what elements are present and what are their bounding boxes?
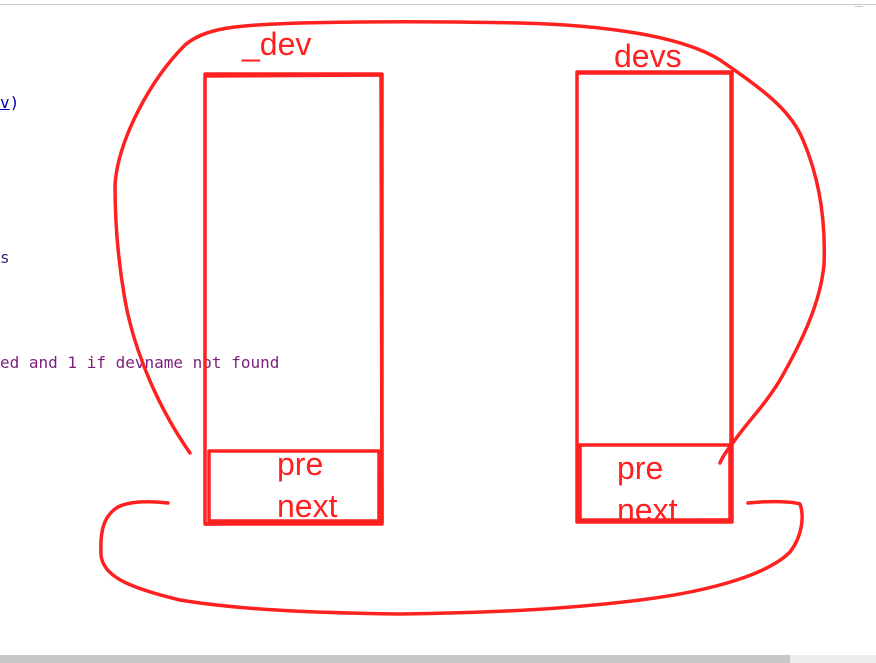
devs-next-label: next	[617, 492, 678, 528]
devs-list-field-box	[578, 443, 732, 522]
dev-next-label: next	[277, 488, 338, 524]
code-underlined-char: v	[0, 93, 10, 112]
window-corner-mark	[855, 6, 863, 7]
dev-box-label: _dev	[241, 26, 311, 62]
lower-loop-stroke	[99, 499, 804, 616]
dev-list-field-box	[207, 449, 381, 523]
code-line-fragment-1: v)	[0, 93, 20, 112]
dev-struct-box-overstroke	[204, 73, 384, 526]
code-comment-line: ed and 1 if devname not found	[0, 353, 280, 372]
horizontal-scrollbar-track[interactable]	[790, 655, 876, 663]
devs-box-label: devs	[614, 38, 682, 74]
window-top-border	[0, 4, 876, 5]
code-line-fragment-2: s	[0, 248, 10, 267]
dev-pre-label: pre	[277, 446, 323, 482]
horizontal-scrollbar-thumb[interactable]	[0, 655, 790, 663]
upper-loop-stroke	[113, 20, 827, 465]
devs-pre-label: pre	[617, 450, 663, 486]
